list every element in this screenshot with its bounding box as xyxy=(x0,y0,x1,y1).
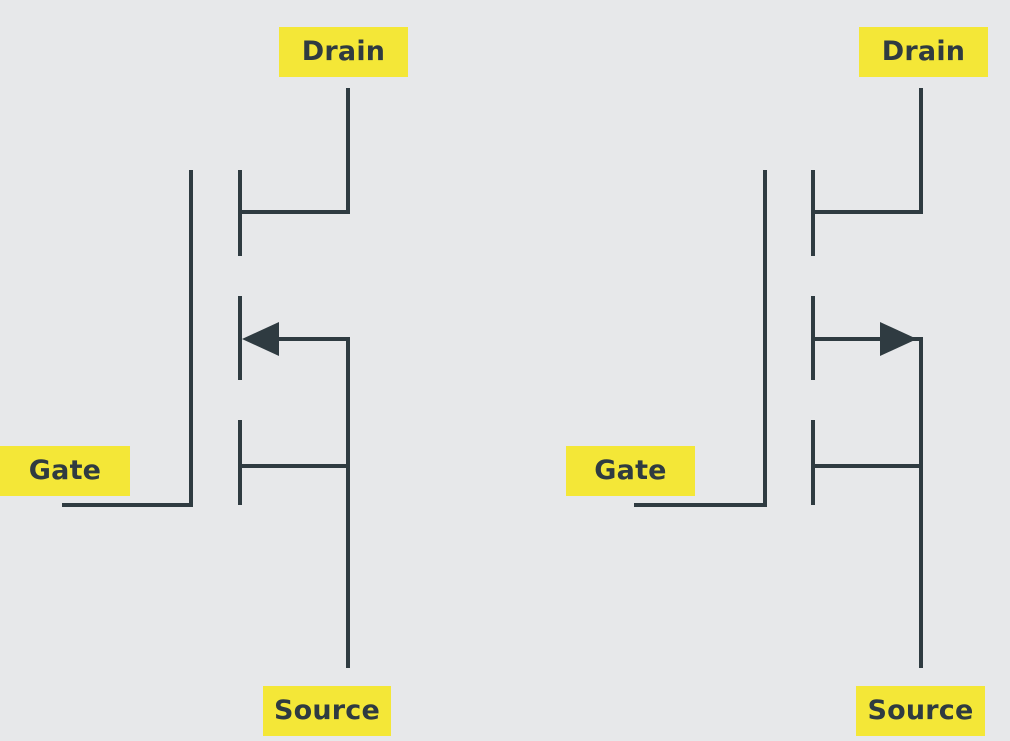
drain-label-1: Drain xyxy=(279,27,408,77)
transistor-2 xyxy=(634,88,923,668)
drain-wire-1 xyxy=(240,88,350,214)
gate-wire-2 xyxy=(634,170,767,507)
gate-wire-1 xyxy=(62,170,193,507)
source-body-wire-2 xyxy=(912,337,923,668)
source-label-2: Source xyxy=(856,686,985,736)
gate-label-1: Gate xyxy=(0,446,130,496)
drain-wire-2 xyxy=(813,88,923,214)
drain-label-2: Drain xyxy=(859,27,988,77)
source-label-1: Source xyxy=(263,686,391,736)
gate-label-2: Gate xyxy=(566,446,695,496)
transistor-1 xyxy=(62,88,350,668)
arrow-in-icon xyxy=(242,322,279,356)
arrow-out-icon xyxy=(880,322,917,356)
body-wire-1 xyxy=(276,337,350,668)
